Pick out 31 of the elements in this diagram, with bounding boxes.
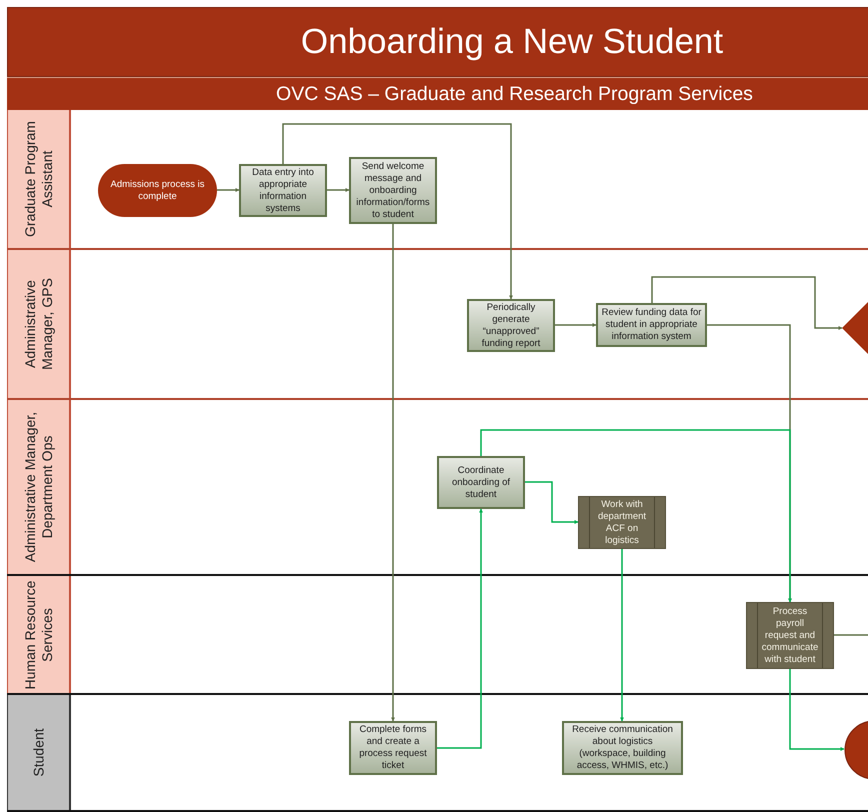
- process-box: [437, 456, 525, 509]
- swimlane: [7, 695, 868, 812]
- subprocess-box: [578, 496, 666, 549]
- subprocess-box: [746, 602, 834, 669]
- lane-label: Administrative Manager, GPS: [22, 277, 56, 372]
- lane-label: Human Resource Services: [22, 579, 56, 691]
- process-box: [349, 157, 437, 224]
- swimlane: [7, 110, 868, 250]
- step-text: Work with department ACF on logistics: [596, 498, 648, 546]
- swimlane: [7, 250, 868, 400]
- process-box: [562, 721, 683, 775]
- step-text: Data entry into appropriate information systems: [251, 166, 315, 214]
- step-text: Admissions process is complete: [110, 178, 206, 202]
- step-text: Complete forms and create a process request ticket: [358, 724, 428, 772]
- title: Onboarding a New Student: [300, 22, 724, 62]
- step-text: Receive communication about logistics (workspace, building access, WHMIS, etc.): [571, 724, 674, 772]
- lane-label: Administrative Manager, Department Ops: [22, 410, 56, 564]
- swimlane: [7, 400, 868, 576]
- process-box: [467, 299, 555, 352]
- subtitle: OVC SAS – Graduate and Research Program Services: [276, 82, 753, 106]
- start-terminator: [98, 164, 217, 217]
- step-text: Send welcome message and onboarding information/forms to student: [355, 160, 431, 220]
- step-text: Coordinate onboarding of student: [450, 464, 512, 500]
- step-text: Periodically generate “unapproved” funding report: [480, 302, 542, 350]
- lane-label: Graduate Program Assistant: [22, 120, 56, 239]
- step-text: Process payroll request and communicate with student: [760, 606, 820, 666]
- swimlane: [7, 576, 868, 695]
- process-box: [239, 164, 327, 217]
- step-text: Review funding data for student in appropriate information system: [600, 307, 702, 343]
- process-box: [349, 721, 437, 775]
- lane-label: Student: [30, 727, 47, 779]
